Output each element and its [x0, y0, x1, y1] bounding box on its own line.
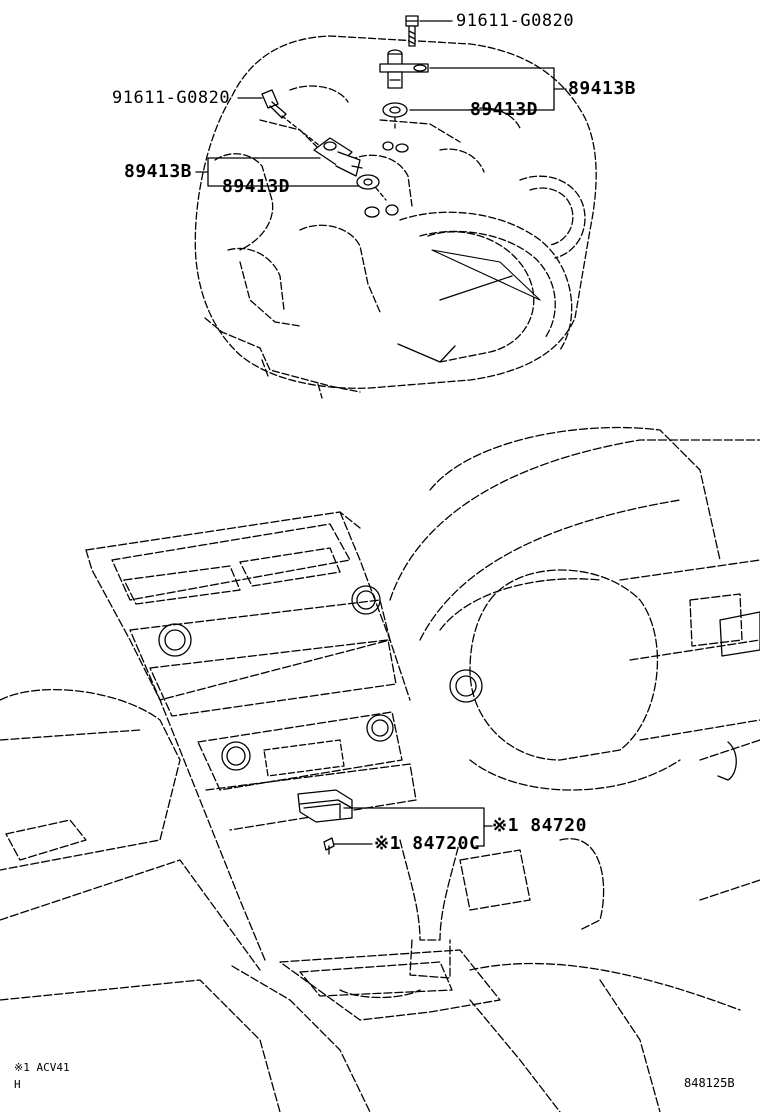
transmission-drawing — [194, 35, 597, 399]
bolt-left-icon — [261, 89, 287, 119]
footnote-line-1: ※1 ACV41 — [14, 1061, 70, 1074]
gasket-top-icon — [382, 102, 408, 118]
label-bolt-top: 91611-G0820 — [456, 11, 575, 31]
transmission-solid-accents — [364, 141, 541, 363]
label-gasket-top: 89413D — [470, 99, 539, 120]
label-sensor-left: 89413B — [124, 161, 193, 182]
gasket-left-icon — [356, 174, 380, 190]
screw-84720c-icon — [323, 837, 335, 855]
dashboard-solid-accents — [158, 585, 760, 781]
label-bolt-left: 91611-G0820 — [112, 88, 231, 108]
label-gasket-left: 89413D — [222, 176, 291, 197]
label-screw: ※1 84720C — [374, 833, 481, 854]
footnote-line-2: H — [14, 1078, 21, 1091]
dashboard-drawing — [0, 426, 760, 1112]
figure-id: 848125B — [684, 1076, 735, 1090]
label-switch: ※1 84720 — [492, 815, 587, 836]
label-sensor-top: 89413B — [568, 78, 637, 99]
bolt-top-icon — [405, 15, 419, 47]
speed-sensor-left-icon — [313, 137, 363, 177]
speed-sensor-top-icon — [379, 49, 429, 89]
switch-84720-icon — [297, 789, 353, 823]
